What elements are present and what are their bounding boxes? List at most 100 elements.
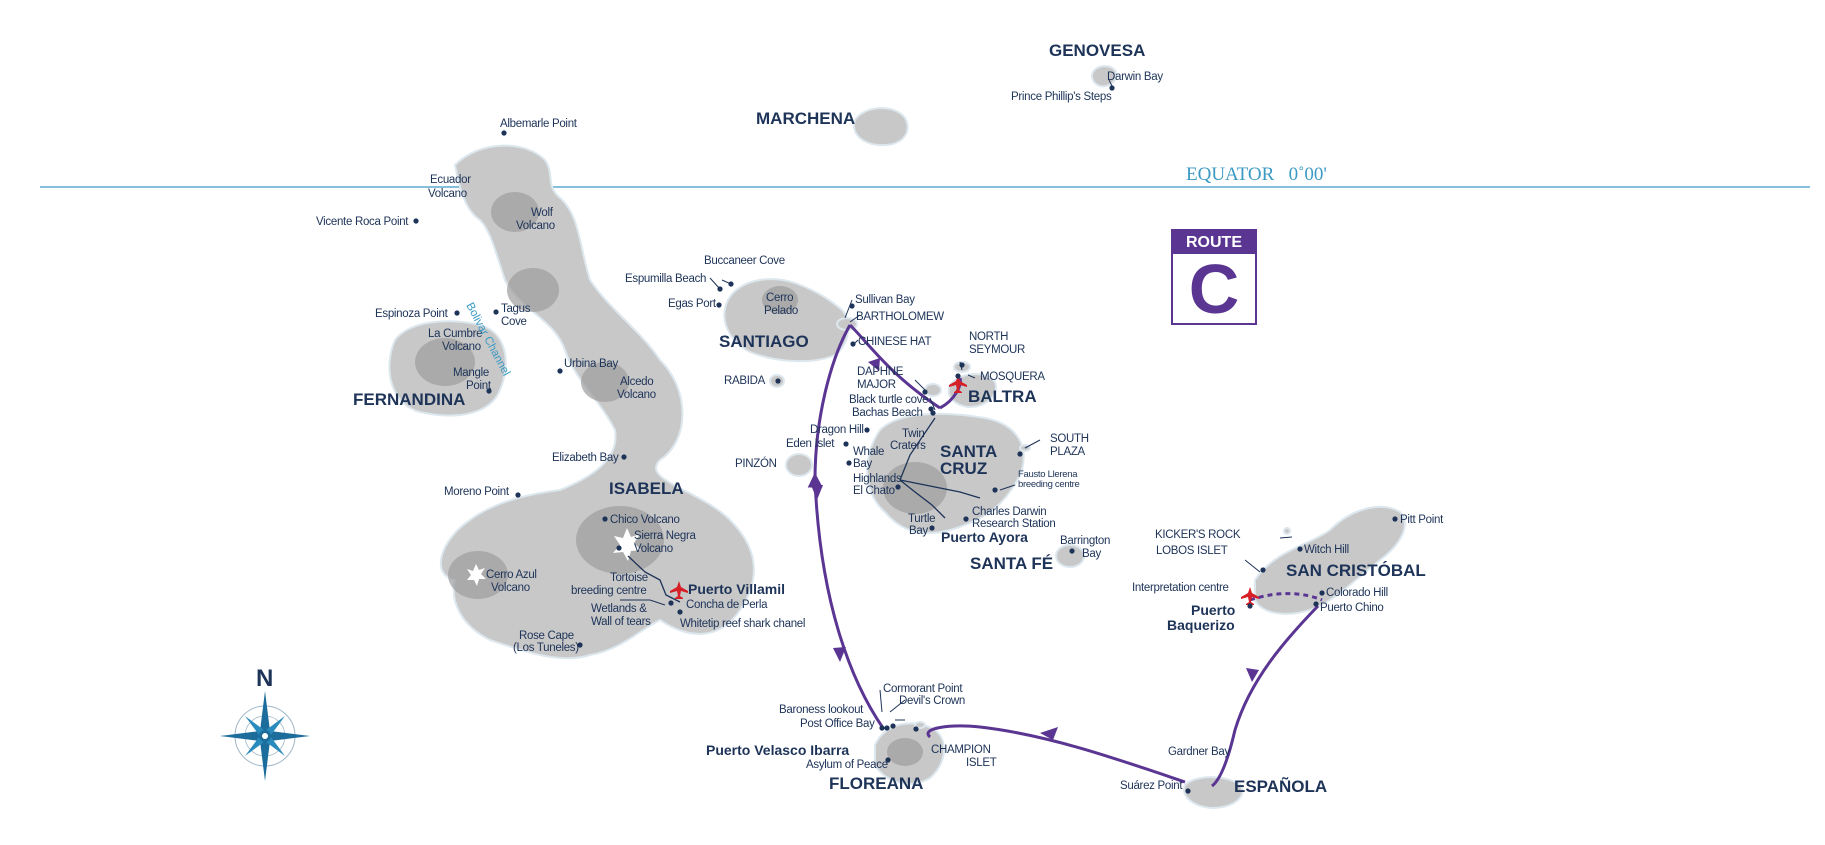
route-arrow-santiago bbox=[868, 358, 880, 371]
site-fausto-llerena-2: breeding centre bbox=[1018, 479, 1080, 490]
site-cormorant-point: Cormorant Point bbox=[883, 683, 963, 695]
island-rabida: RABIDA bbox=[724, 375, 766, 387]
site-ecuador-volcano-1: Ecuador bbox=[430, 174, 471, 186]
site-fausto-llerena-1: Fausto Llerena bbox=[1018, 469, 1078, 480]
island-floreana: FLOREANA bbox=[829, 774, 923, 793]
santa-cruz-land-tour bbox=[899, 417, 981, 519]
island-mosquera: MOSQUERA bbox=[980, 371, 1045, 383]
site-cerro-pelado-2: Pelado bbox=[764, 305, 798, 317]
site-espinoza-point: Espinoza Point bbox=[375, 308, 449, 320]
island-baltra: BALTRA bbox=[968, 387, 1037, 406]
site-concha-de-perla: Concha de Perla bbox=[686, 599, 768, 611]
site-mangle-point-1: Mangle bbox=[453, 367, 489, 379]
island-kickers-rock: KICKER'S ROCK bbox=[1155, 529, 1241, 541]
site-dragon-hill: Dragon Hill bbox=[810, 424, 864, 436]
site-highlands-1: Highlands bbox=[853, 473, 902, 485]
champion-islet-island bbox=[914, 721, 926, 729]
site-suarez-point: Suárez Point bbox=[1120, 780, 1183, 792]
santiago-island bbox=[723, 278, 850, 363]
site-wolf-volcano-2: Volcano bbox=[516, 220, 555, 232]
baltra-airport-icon bbox=[949, 375, 967, 393]
island-espanola: ESPAÑOLA bbox=[1234, 776, 1327, 796]
port-puerto-ayora: Puerto Ayora bbox=[941, 529, 1028, 545]
island-champion-islet-1: CHAMPION bbox=[931, 744, 991, 756]
site-chico-volcano: Chico Volcano bbox=[610, 514, 680, 526]
site-black-turtle-cove: Black turtle cove bbox=[849, 394, 928, 406]
site-espumilla-beach: Espumilla Beach bbox=[625, 273, 706, 285]
genovesa-island bbox=[1090, 65, 1118, 88]
site-cerro-pelado-1: Cerro bbox=[766, 292, 793, 304]
site-alcedo-volcano-2: Volcano bbox=[617, 389, 656, 401]
site-pitt-point: Pitt Point bbox=[1400, 514, 1444, 526]
site-charles-darwin-2: Research Station bbox=[972, 518, 1055, 530]
marchena-island bbox=[853, 107, 909, 147]
island-fernandina: FERNANDINA bbox=[353, 390, 465, 409]
port-puerto-baquerizo-1: Puerto bbox=[1191, 602, 1235, 618]
site-twin-craters-2: Craters bbox=[890, 440, 926, 452]
route-badge: ROUTE C bbox=[1171, 229, 1257, 325]
espanola-island bbox=[1183, 776, 1244, 810]
route-arrow-floreana-approach bbox=[833, 647, 846, 662]
island-north-seymour-1: NORTH bbox=[969, 331, 1008, 343]
route-espanola-to-floreana bbox=[926, 724, 1186, 784]
site-wetlands-2: Wall of tears bbox=[591, 616, 651, 628]
wolf-volcano-peak bbox=[491, 192, 539, 232]
site-darwin-bay: Darwin Bay bbox=[1107, 71, 1163, 83]
site-elizabeth-bay: Elizabeth Bay bbox=[552, 452, 619, 464]
site-gardner-bay: Gardner Bay bbox=[1168, 746, 1230, 758]
site-prince-phillips-steps: Prince Phillip's Steps bbox=[1011, 91, 1112, 103]
pinzon-island bbox=[785, 453, 813, 477]
island-pinzon: PINZÓN bbox=[735, 457, 777, 470]
island-santa-cruz-2: CRUZ bbox=[940, 459, 987, 478]
route-badge-letter: C bbox=[1188, 250, 1240, 328]
compass-north-label: N bbox=[256, 665, 273, 692]
site-la-cumbre-volcano-1: La Cumbre bbox=[428, 328, 482, 340]
site-rose-cape-1: Rose Cape bbox=[519, 630, 574, 642]
site-colorado-hill: Colorado Hill bbox=[1326, 587, 1388, 599]
island-san-cristobal: SAN CRISTÓBAL bbox=[1286, 561, 1426, 580]
site-buccaneer-cove: Buccaneer Cove bbox=[704, 255, 785, 267]
island-genovesa: GENOVESA bbox=[1049, 41, 1145, 60]
site-tagus-cove-1: Tagus bbox=[501, 303, 531, 315]
site-alcedo-volcano-1: Alcedo bbox=[620, 376, 653, 388]
san-cristobal-island bbox=[1254, 505, 1406, 615]
site-mangle-point-2: Point bbox=[466, 380, 492, 392]
site-ecuador-volcano-2: Volcano bbox=[428, 188, 467, 200]
compass-rose-icon bbox=[220, 691, 310, 781]
island-bartholomew: BARTHOLOMEW bbox=[856, 311, 944, 323]
island-lobos-islet: LOBOS ISLET bbox=[1156, 545, 1228, 557]
site-wetlands-1: Wetlands & bbox=[591, 603, 647, 615]
site-tortoise-1: Tortoise bbox=[610, 572, 648, 584]
port-puerto-villamil: Puerto Villamil bbox=[688, 581, 785, 597]
island-daphne-major-2: MAJOR bbox=[857, 379, 896, 391]
isabela-land-tour bbox=[627, 555, 681, 603]
santa-fe-island bbox=[1055, 544, 1085, 568]
site-whale-bay-1: Whale bbox=[853, 446, 884, 458]
site-asylum-of-peace: Asylum of Peace bbox=[806, 759, 888, 771]
route-santiago-to-baltra bbox=[848, 323, 941, 410]
island-south-plaza-1: SOUTH bbox=[1050, 433, 1089, 445]
floreana-peak bbox=[887, 738, 923, 766]
santa-cruz-highlands-peak bbox=[883, 462, 947, 514]
sancristobal-airport-icon bbox=[1241, 587, 1259, 605]
island-isabela: ISABELA bbox=[609, 479, 684, 498]
site-sierra-negra-2: Volcano bbox=[634, 543, 673, 555]
site-cerro-azul-1: Cerro Azul bbox=[486, 569, 537, 581]
site-barrington-bay-2: Bay bbox=[1082, 548, 1101, 560]
site-baroness-lookout: Baroness lookout bbox=[779, 704, 864, 716]
island-santiago: SANTIAGO bbox=[719, 332, 809, 351]
site-witch-hill: Witch Hill bbox=[1304, 544, 1349, 556]
sierra-negra-crater-icon bbox=[613, 528, 641, 561]
cerro-azul-crater-icon bbox=[467, 564, 486, 586]
la-cumbre-volcano-peak bbox=[415, 338, 475, 386]
route-sancristobal-to-espanola bbox=[1210, 604, 1320, 788]
site-tagus-cove-2: Cove bbox=[501, 316, 527, 328]
island-santa-fe: SANTA FÉ bbox=[970, 554, 1053, 573]
route-arrow-northbound bbox=[811, 485, 823, 500]
site-barrington-bay-1: Barrington bbox=[1060, 535, 1110, 547]
site-sierra-negra-1: Sierra Negra bbox=[634, 530, 696, 542]
site-puerto-chino: Puerto Chino bbox=[1320, 602, 1384, 614]
site-post-office-bay: Post Office Bay bbox=[800, 718, 875, 730]
route-sancristobal-land bbox=[1249, 592, 1323, 602]
